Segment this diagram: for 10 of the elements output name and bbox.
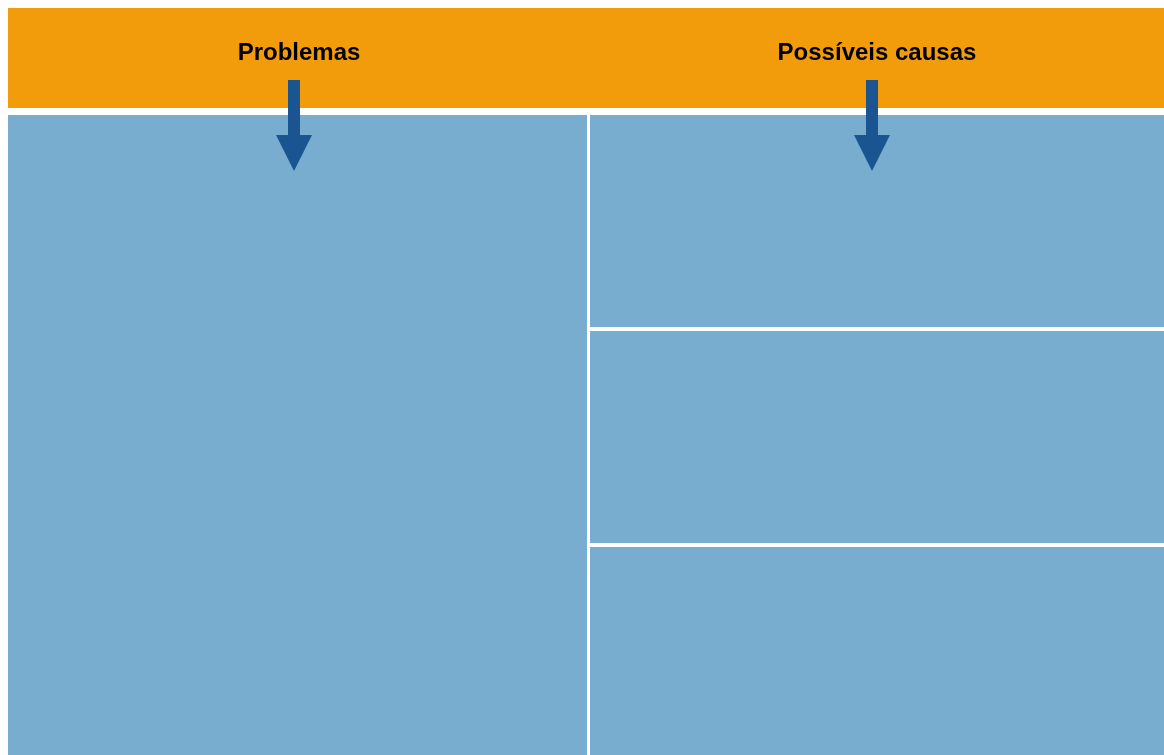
arrow xyxy=(276,80,312,171)
table-cell xyxy=(8,115,587,755)
column-heading: Possíveis causas xyxy=(777,38,977,66)
table-cell xyxy=(590,547,1164,755)
table-cell xyxy=(590,331,1164,543)
arrow xyxy=(854,80,890,171)
column-heading: Problemas xyxy=(237,38,361,66)
header-band xyxy=(8,8,590,108)
table-cell xyxy=(590,115,1164,327)
header-band xyxy=(590,8,1164,108)
